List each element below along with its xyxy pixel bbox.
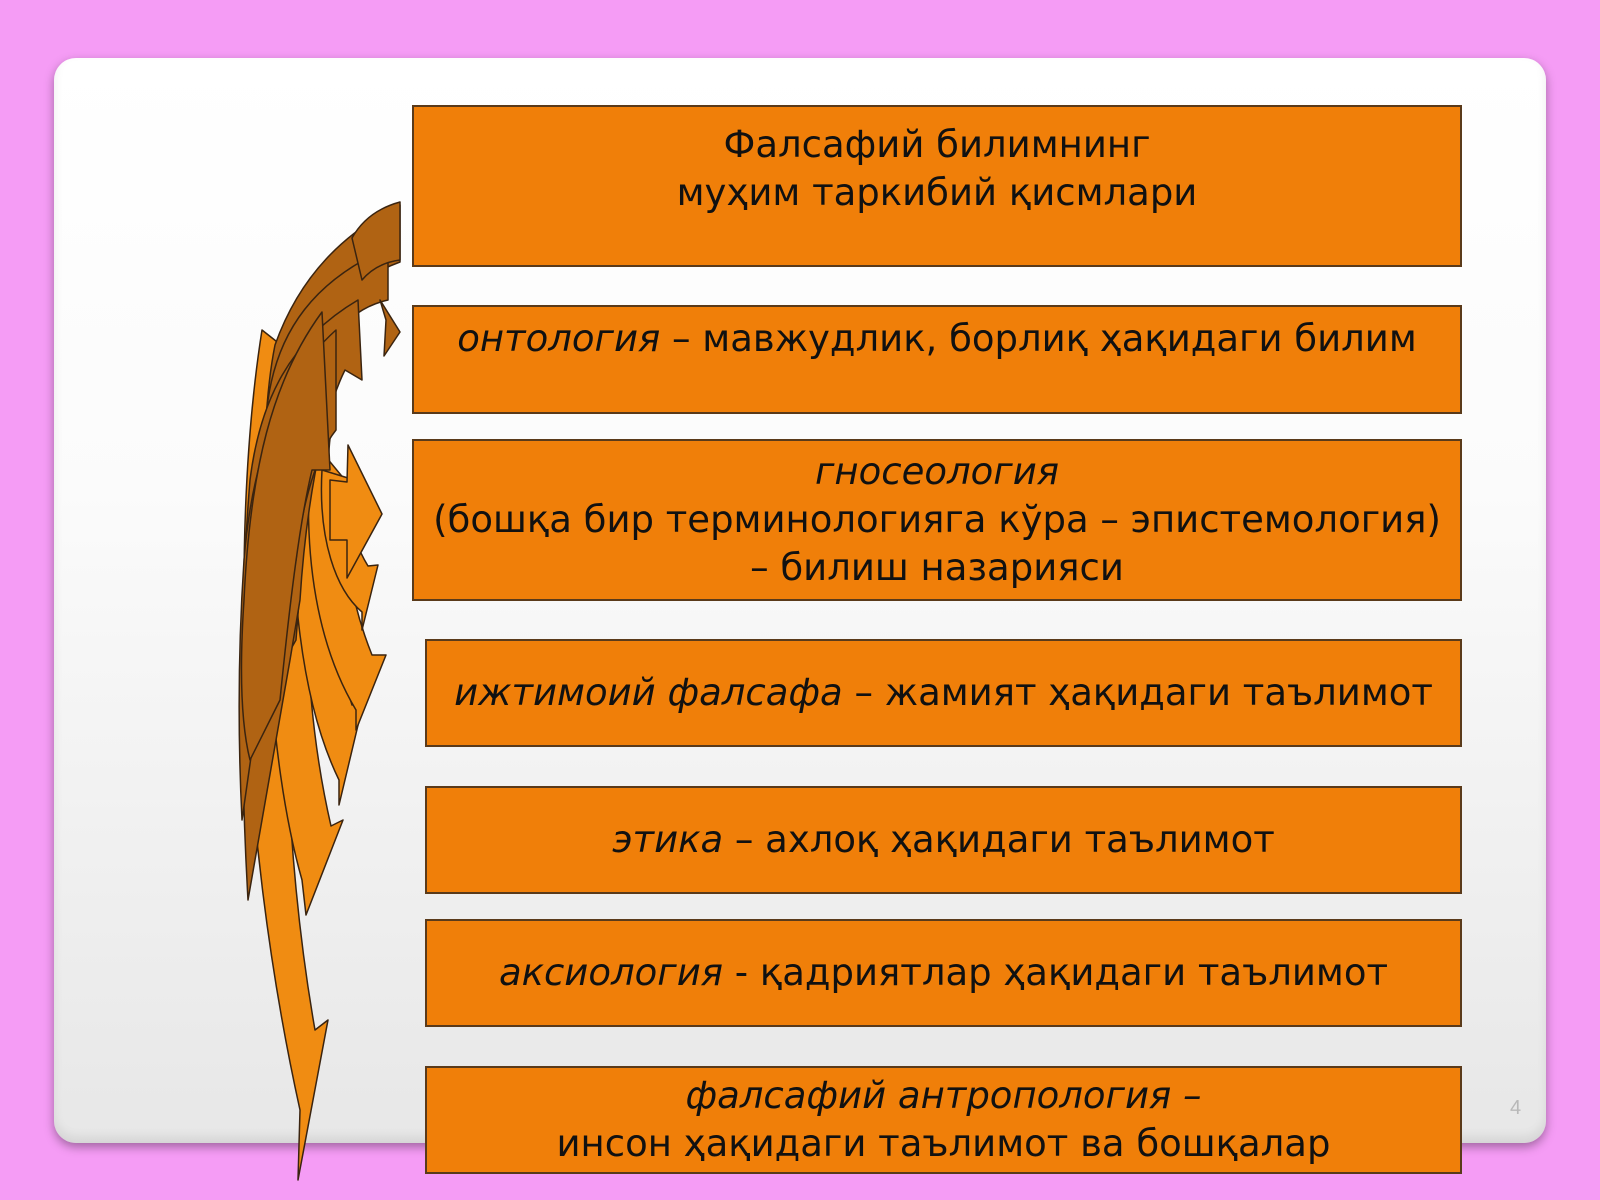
ontology-definition: – мавжудлик, борлиқ ҳақидаги билим [660,317,1417,360]
box-social-philosophy: ижтимоий фалсафа – жамият ҳақидаги таъли… [425,639,1462,747]
arrow-head-top [351,201,401,281]
title-line-2: муҳим таркибий қисмлари [676,171,1198,214]
arrow-head-ontology [379,299,401,357]
ethics-term: этика [612,818,724,861]
ontology-term: онтология [457,317,661,360]
title-box: Фалсафий билимнинг муҳим таркибий қисмла… [412,105,1462,267]
social-philosophy-definition: – жамият ҳақидаги таълимот [842,671,1433,714]
gnoseology-line-2: (бошқа бир терминологияга кўра – эпистем… [433,498,1441,541]
axiology-definition: - қадриятлар ҳақидаги таълимот [723,951,1389,994]
gnoseology-term: гносеология [814,450,1060,493]
page-number: 4 [1510,1097,1522,1119]
title-line-1: Фалсафий билимнинг [723,123,1151,166]
curved-arrow-2 [329,444,383,579]
ribbon-5 [240,311,331,761]
box-axiology: аксиология - қадриятлар ҳақидаги таълимо… [425,919,1462,1027]
ethics-text: этика – ахлоқ ҳақидаги таълимот [612,816,1275,864]
social-philosophy-text: ижтимоий фалсафа – жамият ҳақидаги таъли… [454,669,1433,717]
box-ethics: этика – ахлоқ ҳақидаги таълимот [425,786,1462,894]
social-philosophy-term: ижтимоий фалсафа [454,671,843,714]
box-ontology: онтология – мавжудлик, борлиқ ҳақидаги б… [412,305,1462,414]
axiology-term: аксиология [498,951,724,994]
box-gnoseology: гносеология (бошқа бир терминологияга кў… [412,439,1462,601]
anthropology-line-2: инсон ҳақидаги таълимот ва бошқалар [556,1122,1331,1165]
ethics-definition: – ахлоқ ҳақидаги таълимот [723,818,1275,861]
anthropology-term: фалсафий антропология – [685,1074,1202,1117]
box-anthropology: фалсафий антропология – инсон ҳақидаги т… [425,1066,1462,1174]
gnoseology-line-3: – билиш назарияси [750,546,1124,589]
axiology-text: аксиология - қадриятлар ҳақидаги таълимо… [499,949,1388,997]
ontology-text: онтология – мавжудлик, борлиқ ҳақидаги б… [457,315,1417,363]
